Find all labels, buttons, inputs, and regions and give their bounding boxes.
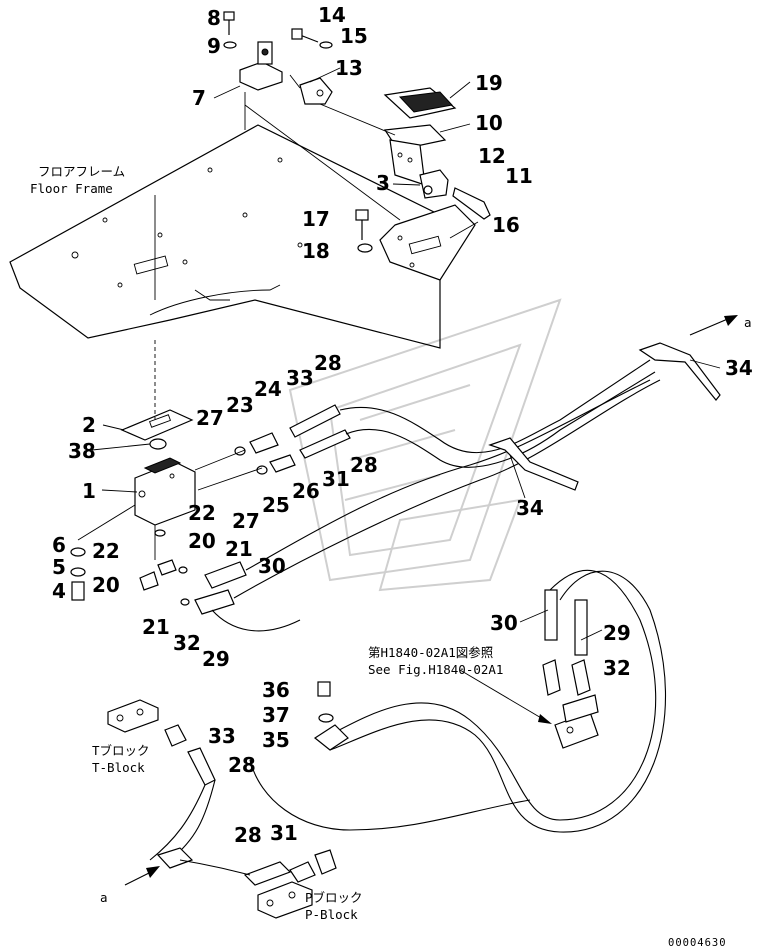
p-block-label-en: P-Block <box>305 907 358 922</box>
callout-8: 8 <box>207 6 221 30</box>
watermark-logo <box>288 298 562 592</box>
callout-28a: 28 <box>314 351 342 375</box>
callout-30a: 30 <box>258 554 286 578</box>
callout-21a: 21 <box>225 537 253 561</box>
callout-32b: 32 <box>603 656 631 680</box>
callout-15: 15 <box>340 24 368 48</box>
t-block: Tブロック T-Block <box>92 699 216 861</box>
callout-3: 3 <box>376 171 390 195</box>
drawing-number: 00004630 <box>668 937 727 949</box>
loop-hose: 第H1840-02A1図参照 See Fig.H1840-02A1 <box>249 569 667 833</box>
callout-28b: 28 <box>350 453 378 477</box>
callout-23: 23 <box>226 393 254 417</box>
callouts: 8 9 14 15 13 7 19 10 12 11 3 17 18 16 34… <box>52 3 753 847</box>
callout-28d: 28 <box>234 823 262 847</box>
callout-32a: 32 <box>173 631 201 655</box>
see-fig-label-en: See Fig.H1840-02A1 <box>368 662 503 677</box>
callout-29a: 29 <box>202 647 230 671</box>
callout-37: 37 <box>262 703 290 727</box>
callout-28c: 28 <box>228 753 256 777</box>
callout-29b: 29 <box>603 621 631 645</box>
callout-33a: 33 <box>286 366 314 390</box>
hose-assembly: a <box>194 315 752 632</box>
floor-frame: フロアフレーム Floor Frame <box>9 124 441 349</box>
callout-18: 18 <box>302 239 330 263</box>
callout-33b: 33 <box>208 724 236 748</box>
callout-22b: 22 <box>92 539 120 563</box>
callout-31a: 31 <box>322 467 350 491</box>
callout-19: 19 <box>475 71 503 95</box>
see-fig-label-jp: 第H1840-02A1図参照 <box>368 645 493 660</box>
callout-27b: 27 <box>232 509 260 533</box>
callout-5: 5 <box>52 555 66 579</box>
pedal-assembly <box>223 11 491 281</box>
callout-35: 35 <box>262 728 290 752</box>
callout-25: 25 <box>262 493 290 517</box>
callout-7: 7 <box>192 86 206 110</box>
callout-10: 10 <box>475 111 503 135</box>
callout-27a: 27 <box>196 406 224 430</box>
callout-4: 4 <box>52 579 66 603</box>
callout-38: 38 <box>68 439 96 463</box>
callout-11: 11 <box>505 164 533 188</box>
callout-17: 17 <box>302 207 330 231</box>
callout-31b: 31 <box>270 821 298 845</box>
callout-14: 14 <box>318 3 346 27</box>
arrow-a-bottom-label: a <box>100 890 108 905</box>
callout-26: 26 <box>292 479 320 503</box>
t-block-label-jp: Tブロック <box>92 743 150 758</box>
floor-frame-label-en: Floor Frame <box>30 181 113 196</box>
callout-34b: 34 <box>516 496 544 520</box>
p-block: a Pブロック P-Block <box>100 847 363 922</box>
t-block-label-en: T-Block <box>92 760 145 775</box>
callout-16: 16 <box>492 213 520 237</box>
valve-assembly <box>70 340 196 601</box>
fittings <box>139 432 296 606</box>
callout-24: 24 <box>254 377 282 401</box>
p-block-label-jp: Pブロック <box>305 890 363 905</box>
callout-36: 36 <box>262 678 290 702</box>
callout-21b: 21 <box>142 615 170 639</box>
callout-6: 6 <box>52 533 66 557</box>
callout-30b: 30 <box>490 611 518 635</box>
arrow-a-top-label: a <box>744 315 752 330</box>
callout-20a: 20 <box>188 529 216 553</box>
callout-13: 13 <box>335 56 363 80</box>
callout-22a: 22 <box>188 501 216 525</box>
callout-1: 1 <box>82 479 96 503</box>
callout-9: 9 <box>207 34 221 58</box>
callout-2: 2 <box>82 413 96 437</box>
floor-frame-label-jp: フロアフレーム <box>38 164 125 179</box>
callout-20b: 20 <box>92 573 120 597</box>
leader-lines <box>91 67 721 641</box>
callout-34a: 34 <box>725 356 753 380</box>
callout-12: 12 <box>478 144 506 168</box>
